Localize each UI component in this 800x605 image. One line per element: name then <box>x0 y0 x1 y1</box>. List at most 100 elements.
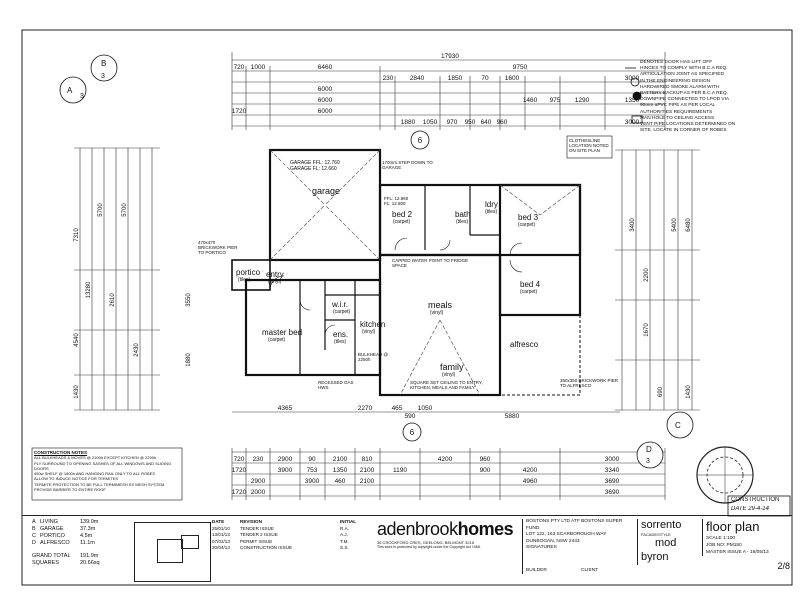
room-bath-floor: (tiles) <box>456 219 469 225</box>
room-family: family <box>440 362 464 372</box>
legend-notes: DENOTES DOOR HAS LIFT OFF HINGES TO COMP… <box>640 60 790 134</box>
svg-text:B: B <box>101 59 106 68</box>
dim-t4b: 6000 <box>318 108 333 115</box>
facade-label: FACADE/STYLE <box>641 532 671 537</box>
construction-notes: CONSTRUCTION NOTES ALL BULKHEADS & MOVES… <box>34 450 180 492</box>
construction-note: PLY SURROUND TO OPENING SASHES OF ALL WI… <box>34 460 172 471</box>
construction-note: TERMITE PROTECTION TO BE FULL TERMIMESH … <box>34 481 165 487</box>
step-down-note: 170mm STEP DOWN TO GARAGE <box>382 160 433 170</box>
room-portico: portico <box>236 268 261 277</box>
dim-li1: 5700 <box>98 203 104 217</box>
dim-b3e: 4960 <box>523 478 538 485</box>
dim-b2c: 753 <box>307 467 318 474</box>
dim-b3c: 460 <box>335 478 346 485</box>
dim-b2h: 4200 <box>523 467 538 474</box>
sheet-title: floor plan <box>706 519 760 534</box>
dim-li2: 5700 <box>122 203 128 217</box>
construction-stamp: CONSTRUCTION <box>731 497 780 503</box>
bulkhead-note: BULKHEAD @ 2250h <box>358 352 389 362</box>
construction-notes-box <box>31 447 183 501</box>
section-marker-top: 6 <box>410 130 430 150</box>
legend-symbols <box>625 67 643 124</box>
hws-note: RECESSED GAS HWS <box>318 380 354 390</box>
dim-b2g: 900 <box>480 467 491 474</box>
company-logo: adenbrookhomes 36 CROCKFORD CRES, GEELON… <box>377 518 517 550</box>
room-kitchen-floor: (vinyl) <box>362 329 376 335</box>
left-dimension-lines <box>74 147 160 411</box>
project-lot: LOT 122, 163 SCARBOROUGH WAY <box>526 532 607 537</box>
dim-b2b: 3900 <box>278 467 293 474</box>
project-signatures: SIGNATURES <box>526 545 557 550</box>
dim-r6: 1430 <box>686 385 692 399</box>
portico-pier-note: 470x470 BRICKWORK PIER TO PORTICO <box>198 240 238 255</box>
dim-t2b: 2840 <box>410 75 425 82</box>
dim-b3f: 3690 <box>605 478 620 485</box>
dim-b3a: 2900 <box>251 478 266 485</box>
series-value: byron <box>641 551 669 563</box>
dim-b3b: 3900 <box>305 478 320 485</box>
clothesline-note-box <box>566 135 613 159</box>
elevation-marker-right: C D 3 <box>636 411 694 469</box>
dim-b4b: 1720 <box>232 489 247 496</box>
dim-t4d: 1050 <box>423 119 438 126</box>
door-swings <box>269 237 523 336</box>
construction-stamp-box <box>727 495 791 517</box>
section-marker-bottom: 6 <box>402 422 422 442</box>
right-dimension-lines <box>615 149 700 411</box>
project-info: BOSTONS PTY LTD ATF BOSTONS SUPER FUND L… <box>522 519 636 574</box>
dim-lo2: 2270 <box>358 405 373 412</box>
alfresco-pier-note: 350x350 BRICKWORK PIER TO ALFRESCO <box>560 378 619 388</box>
company-wordmark: adenbrookhomes <box>377 519 514 539</box>
note-line: VENT PIPE LOCATIONS DETERMINED ON <box>640 122 736 128</box>
portico-walls <box>231 259 271 291</box>
dim-b3d: 2100 <box>360 478 375 485</box>
dim-li4: 3550 <box>186 293 192 307</box>
room-bed4-floor: (carpet) <box>520 289 538 295</box>
capped-water-note: CAPPED WATER POINT TO FRIDGE SPACE <box>392 258 469 268</box>
room-bath: bath <box>455 210 471 219</box>
project-client: BOSTONS PTY LTD ATF BOSTONS SUPER FUND <box>526 519 623 531</box>
facade-value: mod <box>655 537 677 549</box>
room-wir: w.i.r. <box>332 300 349 309</box>
dim-b1g: 4200 <box>438 456 453 463</box>
sheet-info: floor plan SCALE 1:100 JOB NO: PM150 MAS… <box>702 519 794 571</box>
dim-t1b: 1000 <box>251 64 266 71</box>
dim-r3: 3400 <box>630 218 636 232</box>
dim-t4e: 970 <box>447 119 458 126</box>
svg-text:A: A <box>67 86 73 95</box>
svg-text:6: 6 <box>418 136 423 145</box>
alfresco-outline <box>499 314 581 396</box>
sheet-border <box>21 29 793 586</box>
sheet-scale: SCALE 1:100 <box>706 536 736 541</box>
dim-b2d: 1350 <box>333 467 348 474</box>
room-wir-floor: (carpet) <box>333 309 351 315</box>
room-meals-floor: (vinyl) <box>430 310 444 316</box>
room-family-floor: (vinyl) <box>442 372 456 378</box>
svg-text:3: 3 <box>80 93 84 100</box>
room-portico-floor: (tiles) <box>238 277 251 283</box>
dim-t2d: 70 <box>481 75 489 82</box>
dim-l3: 4540 <box>74 333 80 347</box>
room-meals: meals <box>428 300 453 310</box>
dim-t4f: 950 <box>465 119 476 126</box>
dim-t4h: 960 <box>497 119 508 126</box>
dim-t3c: 1460 <box>523 97 538 104</box>
dim-b1c: 2900 <box>278 456 293 463</box>
company-address: 36 CROCKFORD CRES, GEELONG, BELMONT 3216 <box>377 540 475 545</box>
note-line: HARDWIRED SMOKE ALARM WITH <box>640 84 720 90</box>
dim-li3: 2610 <box>110 293 116 307</box>
dim-b4c: 3690 <box>605 489 620 496</box>
svg-text:D: D <box>646 445 652 454</box>
note-line: SITE. LOCATE IN CORNER OF ROBES <box>640 128 727 134</box>
project-suburb: DUNBOGAN, NSW 2443 <box>526 538 580 544</box>
construction-note: 450w SHELF @ 1600h AND HANGING RAIL ONLY… <box>34 471 156 477</box>
dim-t4a: 1720 <box>232 108 247 115</box>
note-line: ARTICULATION JOINT AS SPECIFIED <box>640 72 724 78</box>
